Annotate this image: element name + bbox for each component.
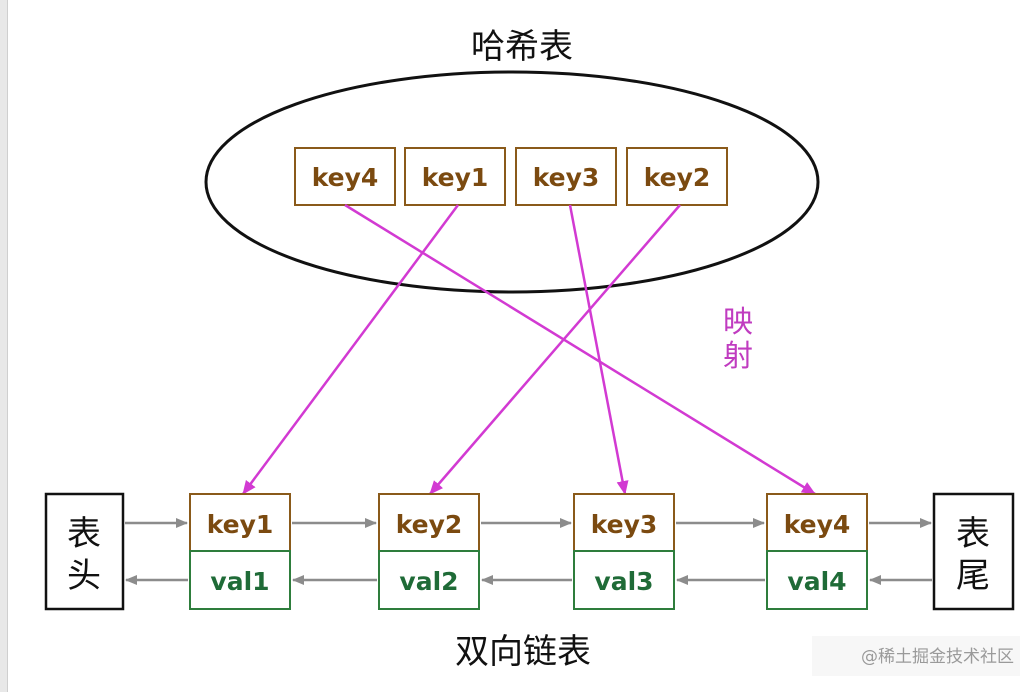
list-node: key1 val1 bbox=[189, 493, 291, 610]
mapping-label-line2: 射 bbox=[723, 339, 753, 374]
list-tail-label-line2: 尾 bbox=[956, 556, 990, 596]
node-key-label: key4 bbox=[784, 510, 851, 539]
node-val-label: val4 bbox=[787, 567, 846, 596]
mapping-arrow-key1 bbox=[241, 204, 460, 495]
hash-key-box: key1 bbox=[404, 147, 506, 206]
list-tail-box: 表 尾 bbox=[932, 492, 1015, 611]
mapping-arrow-key2 bbox=[429, 204, 681, 495]
node-val-label: val1 bbox=[210, 567, 269, 596]
list-node: key3 val3 bbox=[573, 493, 675, 610]
watermark-background bbox=[812, 636, 1020, 676]
mapping-arrow-key3 bbox=[568, 204, 629, 495]
node-key-label: key3 bbox=[591, 510, 658, 539]
list-node: key2 val2 bbox=[378, 493, 480, 610]
hash-key-box: key2 bbox=[626, 147, 728, 206]
hash-key-label: key2 bbox=[644, 163, 711, 192]
mapping-label-line1: 映 bbox=[723, 305, 753, 340]
linked-list-title: 双向链表 bbox=[455, 632, 591, 672]
list-head-box: 表 头 bbox=[44, 492, 125, 611]
hash-key-label: key3 bbox=[533, 163, 600, 192]
hash-table-title: 哈希表 bbox=[471, 27, 573, 67]
list-head-label-line2: 头 bbox=[67, 556, 101, 596]
hash-key-box: key4 bbox=[294, 147, 396, 206]
node-key-label: key1 bbox=[207, 510, 274, 539]
list-head-label-line1: 表 bbox=[67, 514, 101, 554]
hash-table-ellipse bbox=[204, 70, 820, 294]
list-tail-label-line1: 表 bbox=[956, 514, 990, 554]
node-key-label: key2 bbox=[396, 510, 463, 539]
window-edge bbox=[0, 0, 8, 692]
node-val-label: val2 bbox=[399, 567, 458, 596]
watermark-text: @稀土掘金技术社区 bbox=[861, 647, 1014, 667]
hash-key-box: key3 bbox=[515, 147, 617, 206]
hash-key-label: key4 bbox=[312, 163, 379, 192]
node-val-label: val3 bbox=[594, 567, 653, 596]
list-node: key4 val4 bbox=[766, 493, 868, 610]
hash-key-label: key1 bbox=[422, 163, 489, 192]
